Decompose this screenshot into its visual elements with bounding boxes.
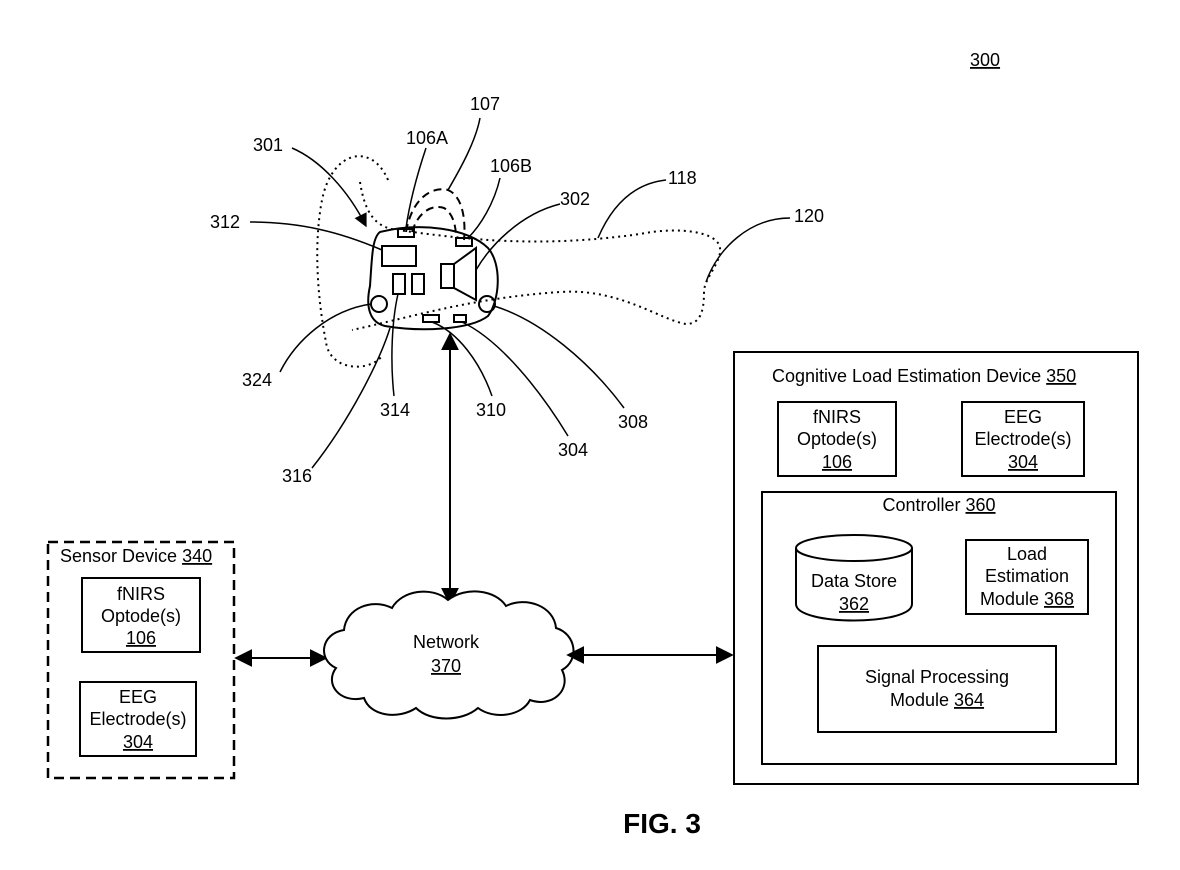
load-module-line2: Estimation: [985, 566, 1069, 586]
sensor-eeg-line2: Electrode(s): [89, 709, 186, 729]
leader-324: [279, 303, 372, 373]
label-304: 304: [558, 440, 588, 460]
signal-module-box: [817, 645, 1057, 733]
figure-caption: FIG. 3: [623, 808, 701, 839]
load-module-line3: Module 368: [980, 589, 1074, 609]
network-cloud-shape: [323, 590, 575, 720]
leader-308: [493, 305, 625, 409]
sensor-device-title: Sensor Device 340: [60, 546, 212, 566]
device-reference-labels: 301 106A 107 106B 302 118 120 312 324 31…: [210, 94, 824, 486]
leader-310: [431, 321, 493, 397]
sensor-device: Sensor Device 340 fNIRS Optode(s) 106 EE…: [46, 540, 236, 780]
sensor-fnirs-line1: fNIRS: [117, 584, 165, 604]
label-302: 302: [560, 189, 590, 209]
cle-fnirs-line1: fNIRS: [813, 407, 861, 427]
hearing-device-illustration: [316, 155, 722, 368]
figure-ref: 300: [970, 50, 1000, 70]
light-path: [405, 188, 466, 241]
leader-120: [705, 217, 791, 283]
label-316: 316: [282, 466, 312, 486]
component-304: [453, 314, 467, 323]
load-module-box: [965, 539, 1089, 615]
light-path-inner: [411, 206, 457, 239]
label-106a: 106A: [406, 128, 448, 148]
leader-304: [461, 321, 569, 437]
speaker-cone: [453, 246, 477, 302]
leader-106a: [405, 147, 427, 229]
label-308: 308: [618, 412, 648, 432]
sensor-fnirs-box: [81, 577, 201, 653]
leader-lines: [249, 117, 791, 469]
controller-title: Controller 360: [882, 495, 995, 515]
label-106b: 106B: [490, 156, 532, 176]
cle-fnirs-box: [777, 401, 897, 477]
cle-eeg-line1: EEG: [1004, 407, 1042, 427]
device-body: [367, 226, 499, 331]
sensor-eeg-box: [79, 681, 197, 757]
ear-outline: [316, 155, 389, 368]
label-310: 310: [476, 400, 506, 420]
controller-frame: [761, 491, 1117, 765]
component-314b: [411, 273, 425, 295]
network-ref: 370: [431, 656, 461, 676]
sensor-eeg-line1: EEG: [119, 687, 157, 707]
electrode-308: [478, 295, 496, 313]
network-cloud: Network 370: [323, 590, 575, 720]
network-label: Network: [413, 632, 480, 652]
data-store-label: Data Store: [811, 571, 897, 591]
leader-316: [311, 327, 391, 469]
label-107: 107: [470, 94, 500, 114]
label-120: 120: [794, 206, 824, 226]
cle-eeg-line2: Electrode(s): [974, 429, 1071, 449]
cle-eeg-box: [961, 401, 1085, 477]
speaker-magnet: [440, 263, 455, 289]
sensor-device-frame: [46, 540, 236, 780]
optode-106a: [397, 228, 415, 238]
cle-fnirs-line2: Optode(s): [797, 429, 877, 449]
leader-107: [447, 117, 481, 191]
label-312: 312: [210, 212, 240, 232]
optode-106b: [455, 237, 473, 247]
label-314: 314: [380, 400, 410, 420]
ear-canal-outline: [351, 181, 722, 331]
data-store-ref: 362: [839, 594, 869, 614]
component-314a: [392, 273, 406, 295]
leader-312: [249, 221, 383, 251]
leader-106b: [467, 177, 501, 239]
label-118: 118: [668, 168, 697, 188]
cle-device-title: Cognitive Load Estimation Device 350: [772, 366, 1076, 386]
cle-fnirs-ref: 106: [822, 452, 852, 472]
leader-314: [391, 293, 399, 397]
sensor-eeg-ref: 304: [123, 732, 153, 752]
leader-118: [597, 179, 667, 239]
cle-device-frame: [733, 351, 1139, 785]
data-store-cylinder: [795, 534, 913, 622]
component-312: [381, 245, 417, 267]
sensor-fnirs-ref: 106: [126, 628, 156, 648]
label-324: 324: [242, 370, 272, 390]
label-301: 301: [253, 135, 283, 155]
signal-module-line1: Signal Processing: [865, 667, 1009, 687]
leader-302: [475, 203, 561, 271]
cle-device: Cognitive Load Estimation Device 350 fNI…: [733, 351, 1139, 785]
sensor-fnirs-line2: Optode(s): [101, 606, 181, 626]
component-310: [422, 314, 440, 323]
leader-301: [291, 147, 367, 228]
electrode-324: [370, 295, 388, 313]
signal-module-line2: Module 364: [890, 690, 984, 710]
load-module-line1: Load: [1007, 544, 1047, 564]
cle-eeg-ref: 304: [1008, 452, 1038, 472]
